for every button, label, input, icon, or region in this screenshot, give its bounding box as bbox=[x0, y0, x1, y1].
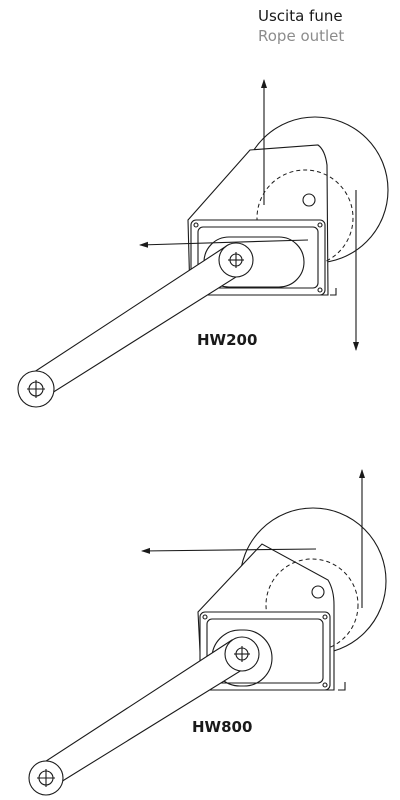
hw200-crank-arm bbox=[27, 244, 245, 399]
hw200-hub-dashed bbox=[256, 169, 354, 267]
model-label-hw200: HW200 bbox=[197, 331, 258, 349]
hw800-crank-arm bbox=[39, 639, 251, 786]
hw800-plate-hole bbox=[311, 585, 325, 599]
hw200-bolt bbox=[317, 287, 323, 293]
hw200-winch bbox=[17, 116, 389, 408]
hw800-bolt bbox=[202, 614, 208, 620]
hw200-bolt bbox=[317, 222, 323, 228]
title-italian: Uscita fune bbox=[258, 7, 343, 25]
title-english: Rope outlet bbox=[258, 27, 345, 45]
hw800-bolt bbox=[322, 682, 328, 688]
hw800-bolt bbox=[322, 614, 328, 620]
hw200-bracket bbox=[330, 288, 337, 296]
hw800-arrow-left bbox=[141, 547, 317, 554]
hw200-arrow-left bbox=[139, 239, 309, 248]
hw800-gearbox-inner bbox=[206, 618, 324, 684]
hw200-plate-hole bbox=[302, 193, 316, 207]
hw200-bolt bbox=[193, 222, 199, 228]
rope-outlet-title: Uscita fune Rope outlet bbox=[258, 6, 344, 46]
hw800-bracket bbox=[338, 682, 346, 691]
hw200-gearbox-inner bbox=[197, 226, 319, 289]
model-label-hw800: HW800 bbox=[192, 718, 253, 736]
hw800-winch bbox=[28, 507, 387, 796]
